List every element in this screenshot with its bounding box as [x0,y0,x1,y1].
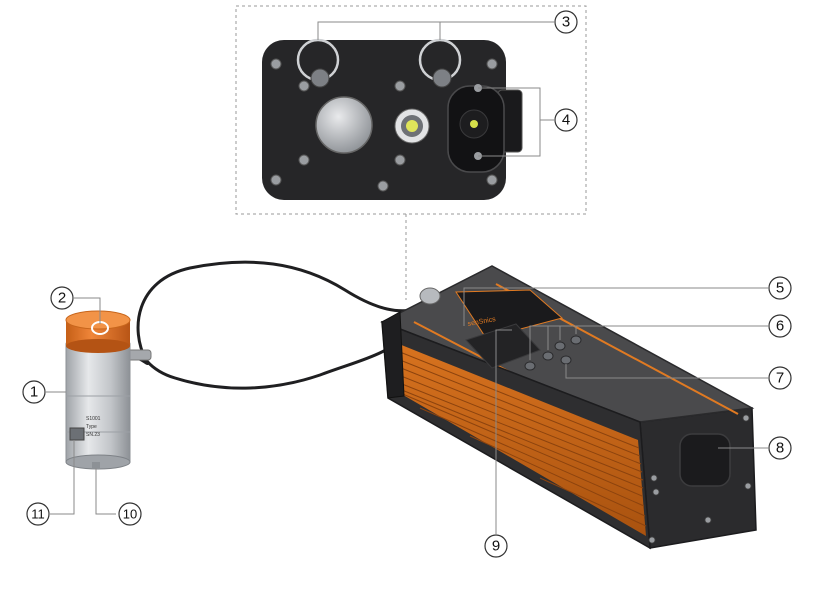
fin-lines [394,349,647,527]
callout-3-label: 3 [562,14,570,31]
button-mid[interactable] [542,351,554,361]
panel-screws [270,58,498,192]
sensor-engraving-line-3: SN.23 [86,432,100,438]
callout-3-circle [554,10,578,34]
callout-8-circle [768,436,792,460]
leader-lines [46,21,768,534]
sensor-engraving-line-2: Type [86,424,97,430]
callout-5-circle [768,276,792,300]
sensor-engraving: S1001 Type SN.23 [86,416,101,438]
callout-5-label: 5 [776,280,784,297]
center-button[interactable] [560,355,572,365]
callout-4-label: 4 [562,112,570,129]
inset-frame [235,5,587,215]
mounting-rings [296,38,462,88]
button-right[interactable] [570,335,582,345]
leader-2 [74,297,101,324]
callout-1-circle [22,380,46,404]
callout-1-label: 1 [30,384,38,401]
end-cap-port [679,433,731,487]
cable-connector-port [447,84,523,173]
callout-4-circle [554,108,578,132]
sensor-unit: S1001 Type SN.23 [65,310,152,470]
sensor-body [65,343,131,463]
callout-10-label: 10 [123,507,137,522]
leader-4 [478,87,541,157]
end-face-screws [648,414,752,544]
control-buttons[interactable] [524,335,582,371]
button-up[interactable] [554,341,566,351]
rear-panel-inset [235,5,587,300]
callout-2-circle [50,286,74,310]
button-left[interactable] [524,361,536,371]
sensor-bottom [92,462,100,468]
display-screen [455,289,564,339]
panel-socket [394,108,430,144]
callout-6-label: 6 [776,318,784,335]
callout-6-circle [768,314,792,338]
leader-10 [95,468,116,515]
leader-7 [565,364,768,379]
sensor-connector [69,427,85,441]
main-device: senSnics [380,265,757,550]
callout-11-circle [26,502,50,526]
device-rear-connector [419,287,441,305]
callouts [22,10,792,558]
callout-9-label: 9 [492,538,500,555]
callout-10-circle [118,502,142,526]
leader-9 [495,329,512,534]
leader-3a [317,21,554,40]
leader-5 [463,287,768,326]
sensor-engraving-line-1: S1001 [86,416,101,422]
panel-disc [315,96,373,154]
callout-8-label: 8 [776,440,784,457]
leader-11 [50,440,75,515]
callout-labels: 3 4 5 6 7 8 9 2 1 11 10 [30,14,784,555]
leader-6 [529,325,768,360]
callout-11-label: 11 [31,507,45,522]
callout-7-circle [768,366,792,390]
callout-2-label: 2 [58,290,66,307]
device-brand-label: senSnics [467,316,497,328]
callout-9-circle [484,534,508,558]
sensor-cable [136,260,419,390]
device-left-cap [381,311,405,399]
display-area [465,323,541,369]
callout-7-label: 7 [776,370,784,387]
